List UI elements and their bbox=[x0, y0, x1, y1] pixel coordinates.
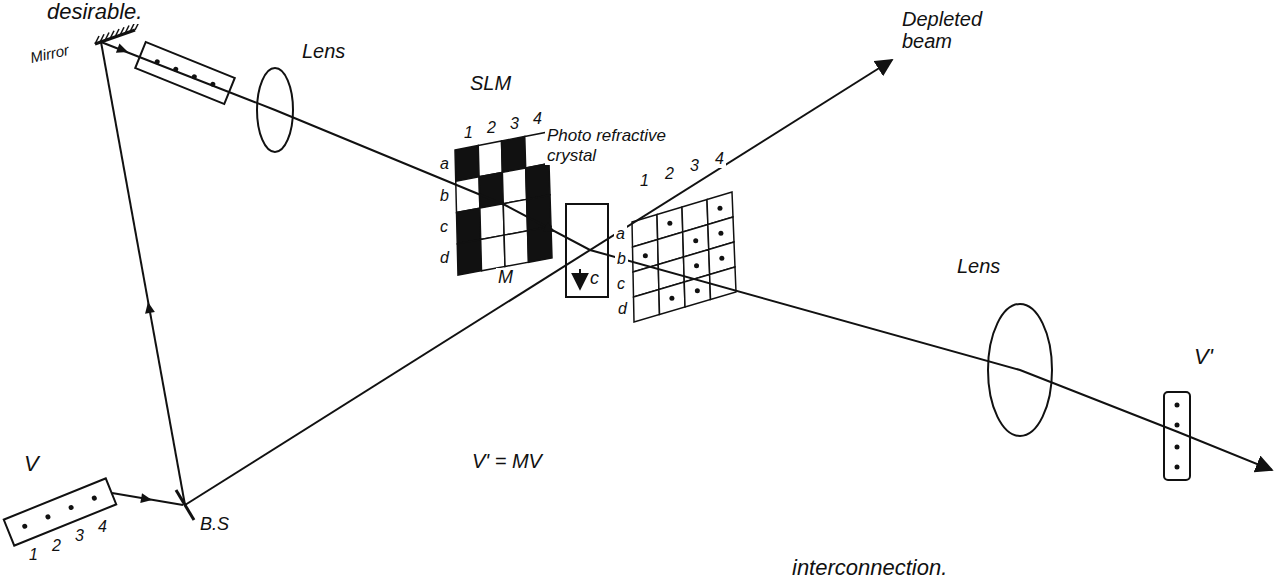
light-beams bbox=[101, 42, 1272, 505]
column-number: 2 bbox=[485, 119, 498, 137]
vector-strip bbox=[4, 478, 116, 545]
crystal-node: Photo refractive crystal c bbox=[545, 126, 695, 298]
component-label: Lens bbox=[300, 40, 347, 62]
beam-arrowhead bbox=[116, 43, 128, 52]
element-number: 3 bbox=[73, 527, 86, 545]
hatch-tick bbox=[95, 36, 99, 44]
row-letter: a bbox=[438, 155, 451, 173]
product-dot bbox=[669, 296, 674, 301]
grid-cell bbox=[504, 231, 528, 267]
component-label: B.S bbox=[198, 515, 231, 535]
row-letter: b bbox=[438, 187, 451, 205]
product-dot bbox=[694, 263, 699, 268]
hatch-tick bbox=[105, 33, 109, 41]
product-dot bbox=[719, 256, 724, 261]
grid-cell bbox=[503, 199, 527, 235]
c-axis-arrow bbox=[565, 203, 609, 298]
grid-cell bbox=[455, 146, 479, 182]
beam-label: Depleted beam bbox=[900, 8, 1004, 52]
component-label: Mirror bbox=[27, 42, 73, 67]
product-dot bbox=[695, 288, 700, 293]
row-letter: a bbox=[614, 225, 627, 243]
vector-label: V' bbox=[1192, 345, 1215, 369]
element-number: 1 bbox=[27, 546, 40, 564]
column-number: 1 bbox=[462, 124, 475, 142]
component-label: Lens bbox=[955, 255, 1002, 277]
matrix-label: M bbox=[496, 268, 515, 288]
grid-cell bbox=[526, 164, 550, 200]
column-number: 1 bbox=[638, 172, 651, 190]
product-grid bbox=[632, 192, 736, 322]
row-letter: c bbox=[438, 218, 450, 236]
element-number: 4 bbox=[96, 518, 109, 536]
component-label: SLM bbox=[468, 72, 513, 94]
product-dot bbox=[717, 206, 722, 211]
grid-cell bbox=[457, 208, 481, 244]
product-dot bbox=[667, 221, 672, 226]
equation-label: V' = MV bbox=[470, 450, 544, 472]
column-number: 3 bbox=[508, 115, 521, 133]
component-label: Photo refractive crystal bbox=[545, 126, 695, 165]
grid-cell bbox=[710, 267, 736, 300]
depleted-beam bbox=[185, 60, 892, 505]
grid-cell bbox=[659, 282, 685, 315]
beam-arrowhead bbox=[543, 222, 555, 232]
grid-cell bbox=[634, 290, 660, 323]
hatch-tick bbox=[115, 29, 119, 37]
hatch-tick bbox=[130, 24, 134, 32]
hatch-tick bbox=[110, 31, 114, 39]
beam-arrowhead bbox=[140, 493, 152, 503]
annotation-text: desirable. bbox=[45, 0, 144, 24]
grid-cell bbox=[480, 204, 504, 240]
grid-cell bbox=[481, 235, 505, 271]
annotation-text: interconnection. bbox=[790, 556, 949, 580]
axis-label: c bbox=[589, 269, 600, 289]
hatch-tick bbox=[120, 27, 124, 35]
grid-cell bbox=[478, 141, 502, 177]
grid-cell bbox=[502, 137, 526, 173]
product-dot bbox=[643, 253, 648, 258]
row-letter: d bbox=[438, 249, 451, 267]
mirror-hatching bbox=[95, 22, 139, 44]
row-letter: c bbox=[615, 275, 627, 293]
row-letter: b bbox=[615, 250, 628, 268]
column-number: 2 bbox=[663, 165, 676, 183]
grid-cell bbox=[456, 177, 480, 213]
product-dot bbox=[693, 238, 698, 243]
input-vector-strip bbox=[135, 42, 234, 104]
column-number: 4 bbox=[713, 150, 726, 168]
hatch-tick bbox=[125, 26, 129, 34]
column-number: 4 bbox=[531, 110, 544, 128]
hatch-tick bbox=[100, 34, 104, 42]
grid-cell bbox=[502, 168, 526, 204]
signal-beam bbox=[101, 42, 1272, 470]
reference-beam bbox=[101, 42, 185, 505]
vector-label: V bbox=[22, 452, 41, 476]
beam-arrowhead bbox=[145, 302, 155, 314]
crystal-box: c bbox=[565, 203, 609, 298]
product-dot bbox=[718, 231, 723, 236]
input-beam bbox=[112, 493, 183, 505]
grid-cell bbox=[528, 227, 552, 263]
element-number: 2 bbox=[50, 537, 63, 555]
mirror-surface bbox=[95, 30, 135, 44]
row-letter: d bbox=[616, 300, 629, 318]
column-number: 3 bbox=[688, 157, 701, 175]
grid-cell bbox=[457, 239, 481, 275]
